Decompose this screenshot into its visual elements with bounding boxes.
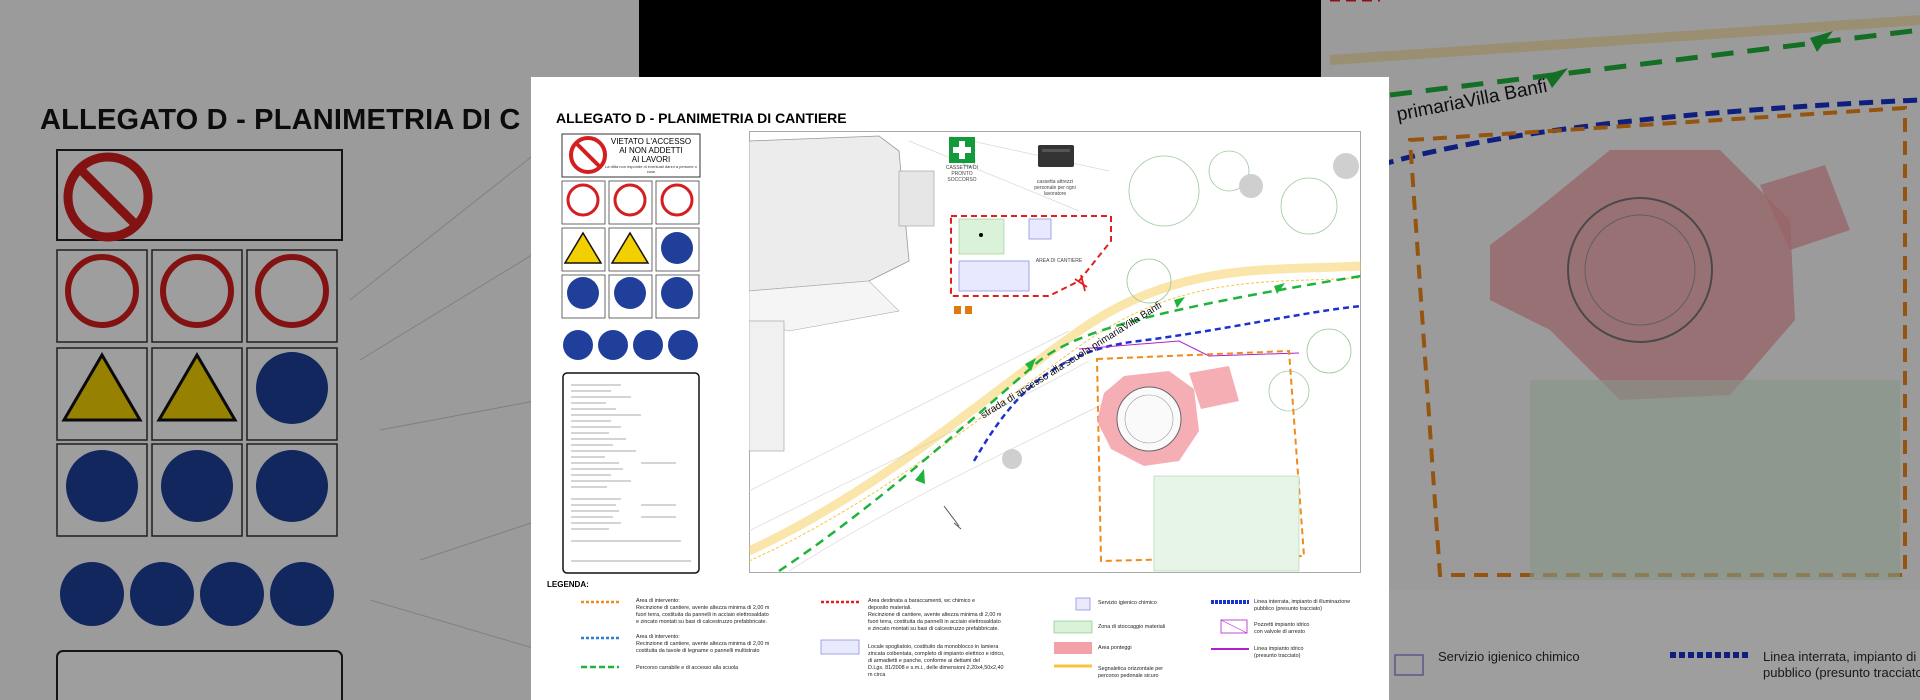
legend-pozzetti: Pozzetti impianto idrico con valvole di … <box>1254 622 1310 635</box>
warning-sign-sub: La ditta non risponde di eventuali danni… <box>605 164 697 174</box>
legend-linea-interrata: Linea interrata, impianto di illuminazio… <box>1254 599 1351 612</box>
warning-sign-line1: VIETATO L'ACCESSO <box>610 137 692 146</box>
legend-zona-stoccaggio: Zona di stoccaggio materiali <box>1098 624 1166 630</box>
image-preview-sheet: ALLEGATO D - PLANIMETRIA DI CANTIERE <box>531 77 1389 700</box>
viewer-top-bar <box>639 0 1321 77</box>
background-legend-servizio: Servizio igienico chimico <box>1438 649 1580 664</box>
legend-title: LEGENDA: <box>547 580 589 589</box>
sheet-title: ALLEGATO D - PLANIMETRIA DI CANTIERE <box>556 110 847 126</box>
legend-area-ponteggi: Area ponteggi <box>1098 645 1132 651</box>
legend-symbols <box>581 597 1249 669</box>
safety-signs-panel <box>561 133 701 574</box>
legend-servizio-igienico: Servizio igienico chimico <box>1098 600 1157 606</box>
container-note: cassetta attrezzi personale per ogni lav… <box>1034 179 1076 197</box>
area-cantiere-label: AREA DI CANTIERE <box>1035 258 1083 264</box>
legend-area-intervento-1: Area di intervento: Recinzione di cantie… <box>636 598 770 625</box>
background-title: ALLEGATO D - PLANIMETRIA DI C <box>40 104 521 136</box>
first-aid-and-container <box>949 137 1074 167</box>
legend-linea-idrico: Linea impianto idrico (presunto tracciat… <box>1254 646 1304 659</box>
legend-segnaletica: Segnaletica orizzontale per percorso ped… <box>1098 666 1164 679</box>
legend-locale-spogliatoio: Locale spogliatoio, costituito da monobl… <box>868 644 1005 678</box>
warning-sign-line2: AI NON ADDETTI <box>619 146 683 155</box>
warning-sign-text: VIETATO L'ACCESSO AI NON ADDETTI AI LAVO… <box>603 137 699 174</box>
legend-percorso: Percorso carrabile e di accesso alla scu… <box>636 665 739 671</box>
site-plan-drawing <box>749 131 1361 573</box>
legend-area-baraccamenti: Area destinata a baraccamenti, wc chimic… <box>868 598 1002 632</box>
first-aid-label: CASSETTA DI PRONTO SOCCORSO <box>945 165 979 183</box>
warning-sign-line3: AI LAVORI <box>631 155 671 164</box>
background-legend-linea: Linea interrata, impianto di illu pubbli… <box>1763 649 1920 680</box>
legend-area-intervento-2: Area di intervento: Recinzione di cantie… <box>636 634 770 654</box>
